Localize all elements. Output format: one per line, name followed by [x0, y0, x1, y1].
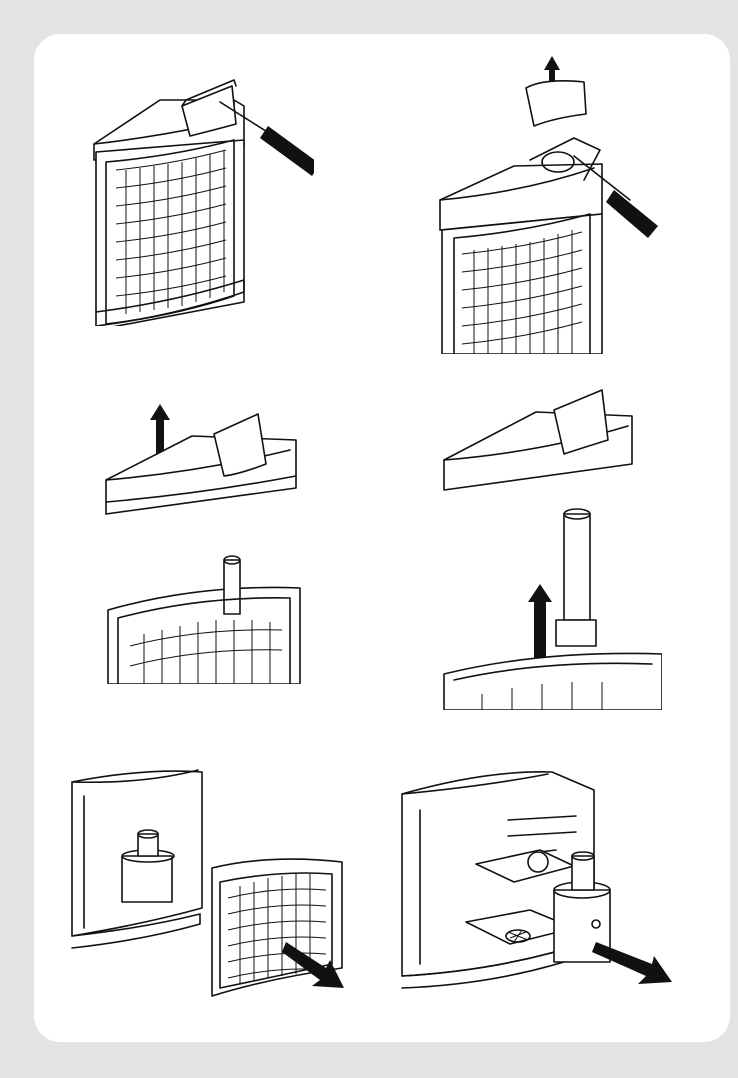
- step-4-illustration: [442, 374, 662, 710]
- step-2-drawing: [434, 54, 664, 354]
- step-3-drawing: [100, 384, 320, 684]
- arrow-up-icon: [528, 584, 552, 664]
- step-3-illustration: [100, 384, 320, 684]
- step-5-illustration: [64, 738, 344, 1020]
- step-1-illustration: [84, 70, 314, 326]
- step-5-drawing: [64, 738, 344, 1020]
- step-2-illustration: [434, 54, 664, 354]
- step-4-drawing: [442, 374, 662, 710]
- step-1-drawing: [84, 70, 314, 326]
- manual-page: [34, 34, 730, 1042]
- arrow-diagonal-icon: [592, 942, 672, 984]
- step-6-drawing: [396, 740, 700, 1024]
- step-6-illustration: [396, 740, 700, 1024]
